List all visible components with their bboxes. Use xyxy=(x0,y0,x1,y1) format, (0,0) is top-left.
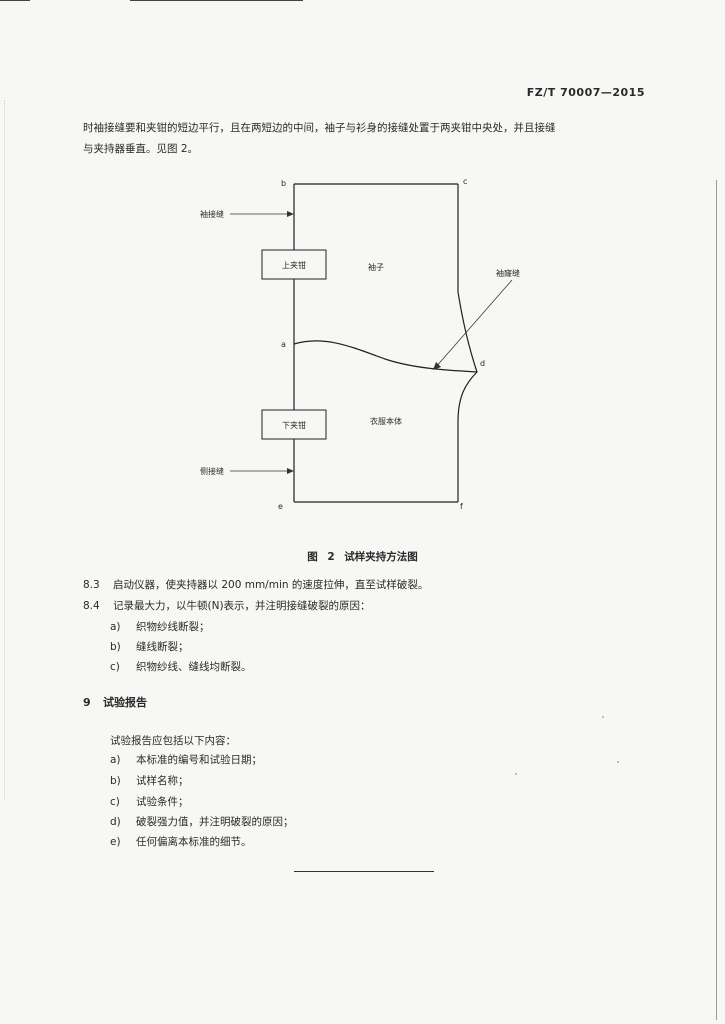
list-marker: a) xyxy=(110,621,121,633)
label-upper-clamp: 上夹钳 xyxy=(282,260,306,270)
corner-label-b: b xyxy=(281,179,286,188)
list-item: c) 试验条件； xyxy=(110,795,189,809)
list-item: b) 试样名称； xyxy=(110,774,189,788)
list-item-text: 织物纱线、缝线均断裂。 xyxy=(136,661,252,673)
list-item: d) 破裂强力值，并注明破裂的原因； xyxy=(110,815,294,829)
list-marker: b) xyxy=(110,775,121,787)
list-item-text: 试验条件； xyxy=(136,796,189,808)
list-item-text: 破裂强力值，并注明破裂的原因； xyxy=(136,816,294,828)
clause-8-3: 8.3 启动仪器，使夹持器以 200 mm/min 的速度拉伸，直至试样破裂。 xyxy=(83,578,428,592)
list-item: a) 织物纱线断裂； xyxy=(110,620,210,634)
clause-number: 8.4 xyxy=(83,600,100,612)
list-item-text: 织物纱线断裂； xyxy=(136,621,210,633)
list-item-text: 任何偏离本标准的细节。 xyxy=(136,836,252,848)
list-item: b) 缝线断裂； xyxy=(110,640,189,654)
list-marker: c) xyxy=(110,661,120,673)
corner-label-e: e xyxy=(278,502,283,511)
scan-speck xyxy=(602,716,604,718)
arrowheads xyxy=(287,211,441,474)
label-lower-clamp: 下夹钳 xyxy=(282,420,306,430)
label-sleeve-seam: 袖接缝 xyxy=(200,209,224,219)
report-intro: 试验报告应包括以下内容： xyxy=(110,735,236,747)
intro-paragraph: 时袖接缝要和夹钳的短边平行，且在两短边的中间，袖子与衫身的接缝处置于两夹钳中央处… xyxy=(83,118,663,160)
list-item-text: 试样名称； xyxy=(136,775,189,787)
upper-clamp-box xyxy=(261,249,327,280)
label-side-seam: 侧接缝 xyxy=(200,466,224,476)
scan-speck xyxy=(515,773,517,775)
list-item-text: 缝线断裂； xyxy=(136,641,189,653)
clause-text: 记录最大力，以牛顿(N)表示，并注明接缝破裂的原因： xyxy=(113,600,371,612)
standard-code: FZ/T 70007—2015 xyxy=(526,86,645,99)
list-item: e) 任何偏离本标准的细节。 xyxy=(110,835,252,849)
section-heading: 9 试验报告 xyxy=(83,694,147,710)
list-marker: e) xyxy=(110,836,121,848)
label-armhole-seam: 袖窿缝 xyxy=(496,268,520,278)
clamping-diagram: b c a d e f 袖接缝 上夹钳 袖子 袖窿缝 下夹钳 衣服本体 侧接缝 xyxy=(200,177,520,511)
armhole-seam-line xyxy=(293,340,478,373)
list-marker: a) xyxy=(110,754,121,766)
clause-8-4: 8.4 记录最大力，以牛顿(N)表示，并注明接缝破裂的原因： xyxy=(83,599,371,613)
list-item: c) 织物纱线、缝线均断裂。 xyxy=(110,660,252,674)
leader-lines xyxy=(230,213,513,472)
scan-edge-line xyxy=(716,180,717,1020)
lower-clamp-box xyxy=(261,409,327,440)
specimen-outline xyxy=(293,183,478,503)
list-item-text: 本标准的编号和试验日期； xyxy=(136,754,262,766)
scan-speck xyxy=(617,761,619,763)
label-body: 衣服本体 xyxy=(370,416,402,426)
scan-edge-mark xyxy=(0,0,30,1)
corner-label-f: f xyxy=(460,502,463,511)
section-number: 9 xyxy=(83,696,91,709)
list-item: a) 本标准的编号和试验日期； xyxy=(110,753,262,767)
list-marker: d) xyxy=(110,816,121,828)
clause-text: 启动仪器，使夹持器以 200 mm/min 的速度拉伸，直至试样破裂。 xyxy=(113,579,429,591)
list-marker: b) xyxy=(110,641,121,653)
corner-label-c: c xyxy=(463,177,467,186)
intro-line: 时袖接缝要和夹钳的短边平行，且在两短边的中间，袖子与衫身的接缝处置于两夹钳中央处… xyxy=(83,122,556,134)
intro-line: 与夹持器垂直。见图 2。 xyxy=(83,143,199,155)
figure-caption: 图 2 试样夹持方法图 xyxy=(307,551,418,563)
list-marker: c) xyxy=(110,796,120,808)
corner-label-a: a xyxy=(281,340,286,349)
corner-label-d: d xyxy=(480,359,485,368)
clause-number: 8.3 xyxy=(83,579,100,591)
scan-edge-mark xyxy=(130,0,303,1)
scan-edge-dots xyxy=(4,100,5,800)
label-sleeve: 袖子 xyxy=(368,262,384,272)
end-rule xyxy=(294,871,434,872)
section-title: 试验报告 xyxy=(103,696,147,709)
